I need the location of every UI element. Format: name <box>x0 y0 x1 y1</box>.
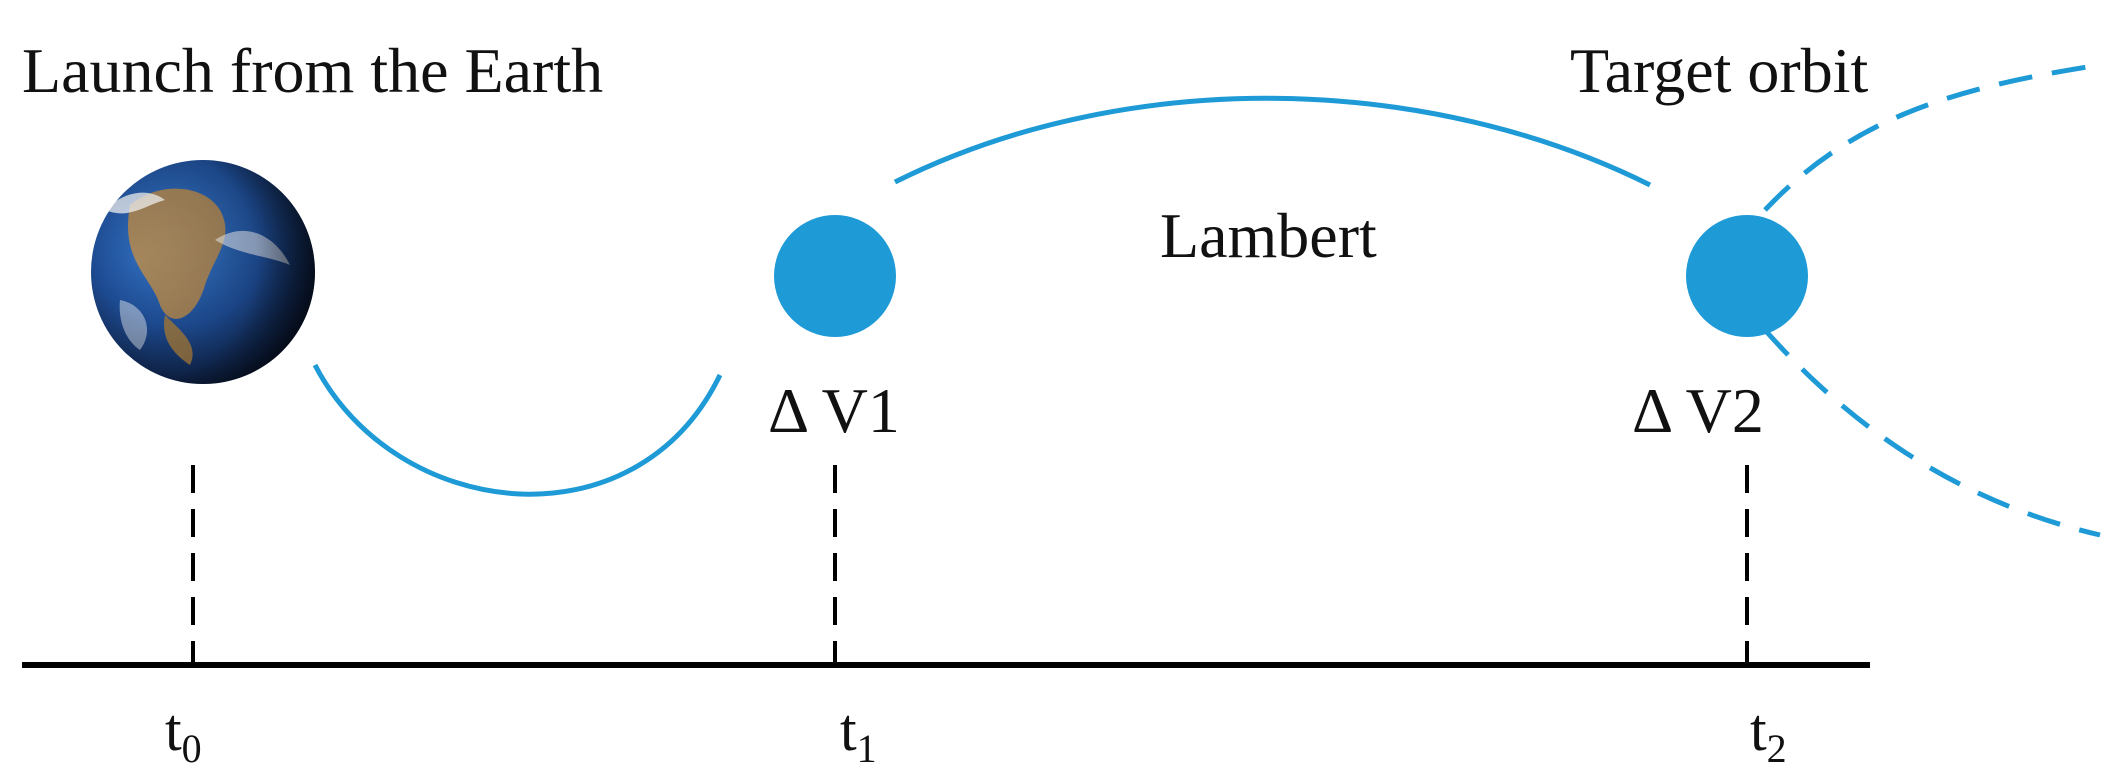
target-orbit-label: Target orbit <box>1570 35 1868 106</box>
delta-v2-label: Δ V2 <box>1632 375 1764 446</box>
lambert-label: Lambert <box>1160 200 1377 271</box>
lambert-arc <box>893 95 1652 188</box>
t1-label: t1 <box>840 697 877 771</box>
target-orbit-upper <box>1763 62 2101 212</box>
t0-subscript: 0 <box>182 726 202 771</box>
t2-base: t <box>1750 697 1767 763</box>
t2-label: t2 <box>1750 697 1787 771</box>
t1-subscript: 1 <box>857 726 877 771</box>
launch-label: Launch from the Earth <box>22 35 603 106</box>
launch-arc <box>312 363 723 497</box>
t2-subscript: 2 <box>1767 726 1787 771</box>
earth-globe-icon <box>91 160 315 384</box>
delta-v1-label: Δ V1 <box>768 375 900 446</box>
delta-v2-node <box>1686 215 1808 337</box>
t1-base: t <box>840 697 857 763</box>
t0-label: t0 <box>165 697 202 771</box>
target-orbit-lower <box>1763 328 2101 538</box>
t0-base: t <box>165 697 182 763</box>
delta-v1-node <box>774 215 896 337</box>
